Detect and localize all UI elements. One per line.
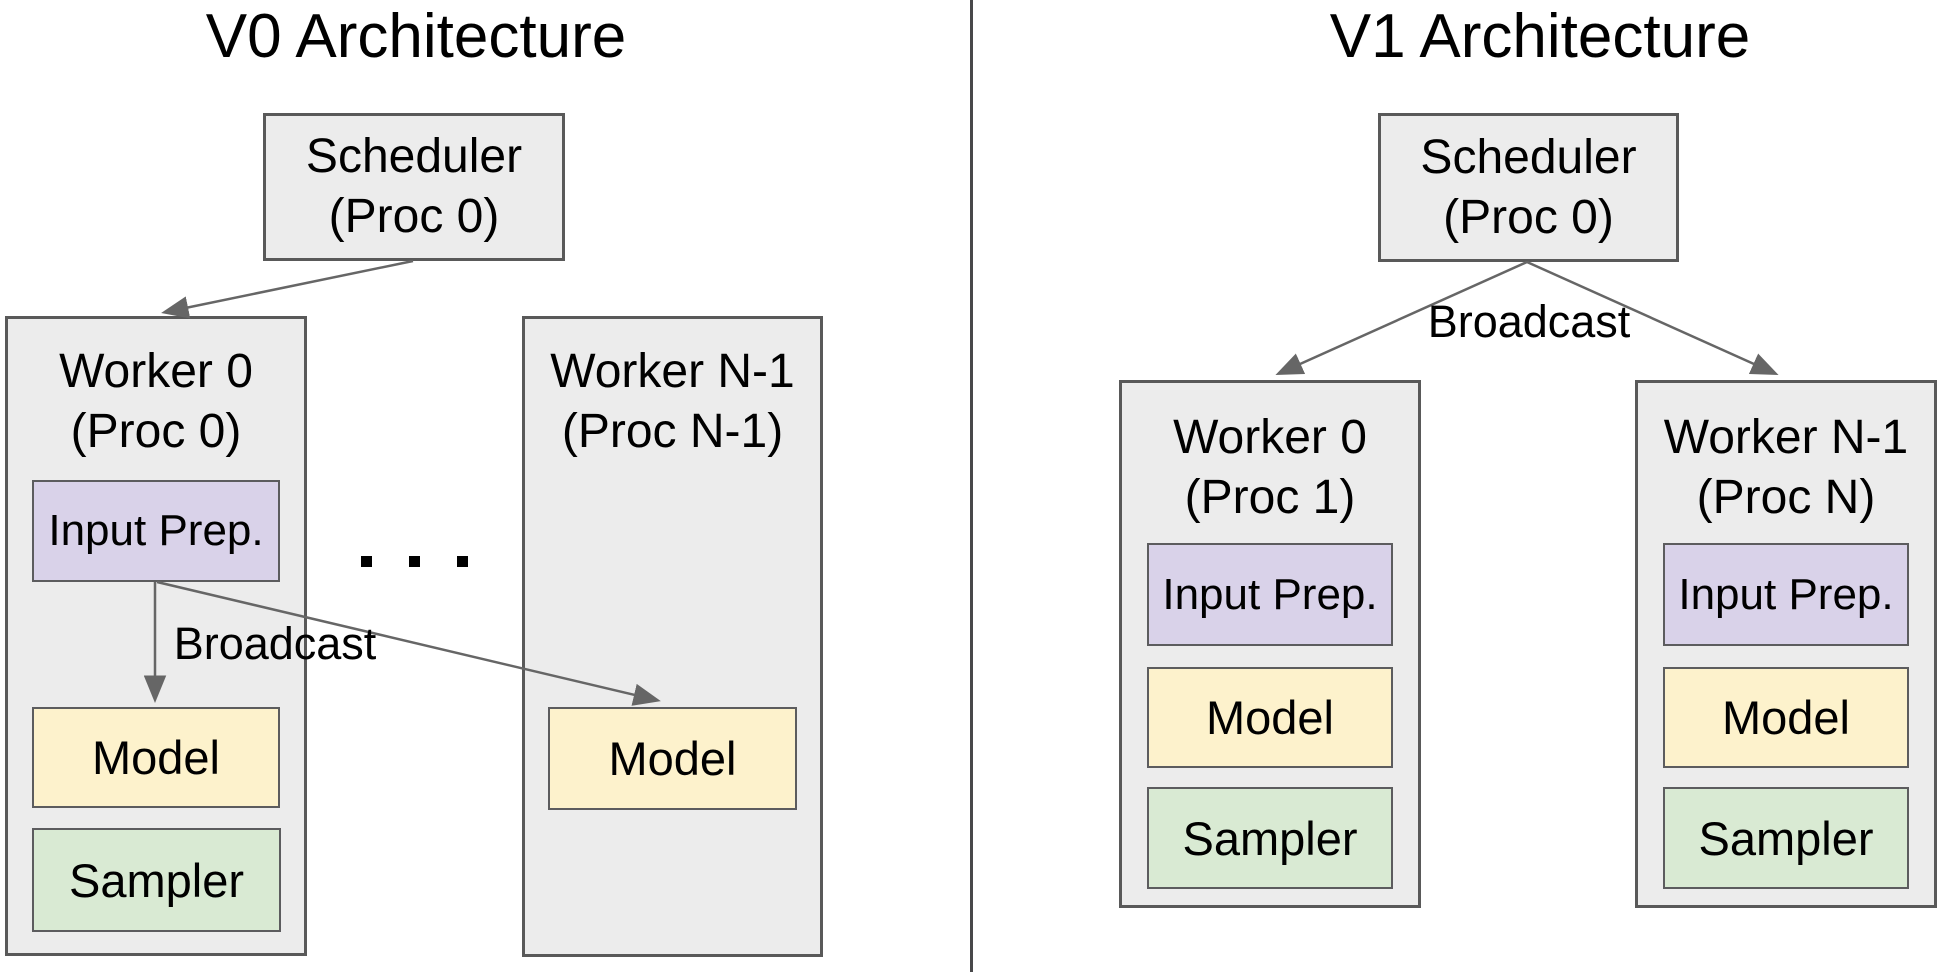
- v0-workerN1-proc: (Proc N-1): [561, 405, 784, 458]
- ellipsis-dot: [457, 556, 468, 567]
- v1-scheduler-proc: (Proc 0): [1443, 190, 1614, 244]
- v0-scheduler-name: Scheduler: [305, 130, 523, 183]
- v1-workerN1-model-label: Model: [1721, 691, 1850, 744]
- v0-ellipsis-dots: [361, 556, 468, 567]
- v1-workerN1-proc: (Proc N): [1696, 471, 1876, 524]
- ellipsis-dot: [361, 556, 372, 567]
- ellipsis-dot: [409, 556, 420, 567]
- v1-worker0-sampler-box: Sampler: [1147, 787, 1393, 889]
- v1-worker0-title: Worker 0 (Proc 1): [1119, 408, 1421, 528]
- v0-workerN1-name: Worker N-1: [550, 345, 795, 398]
- v0-worker0-input-prep-label: Input Prep.: [48, 506, 264, 555]
- v1-scheduler-box: Scheduler (Proc 0): [1378, 113, 1679, 262]
- v1-workerN1-model-box: Model: [1663, 667, 1909, 768]
- v0-worker0-input-prep-box: Input Prep.: [32, 480, 280, 582]
- v1-worker0-model-label: Model: [1205, 691, 1334, 744]
- v1-worker0-sampler-label: Sampler: [1182, 811, 1358, 865]
- v1-workerN1-sampler-label: Sampler: [1698, 811, 1874, 865]
- v1-workerN1-input-prep-box: Input Prep.: [1663, 543, 1909, 646]
- v0-worker0-sampler-box: Sampler: [32, 828, 281, 932]
- panel-divider: [970, 0, 973, 972]
- v0-worker0-proc: (Proc 0): [70, 405, 242, 458]
- v0-worker0-model-box: Model: [32, 707, 280, 808]
- v0-broadcast-label: Broadcast: [173, 618, 377, 669]
- v0-worker0-model-label: Model: [91, 731, 220, 784]
- v0-worker0-title: Worker 0 (Proc 0): [5, 342, 307, 462]
- v0-workerN1-title: Worker N-1 (Proc N-1): [522, 342, 823, 462]
- v0-workerN1-model-label: Model: [608, 732, 737, 785]
- v0-worker0-sampler-label: Sampler: [68, 853, 244, 907]
- v1-worker0-model-box: Model: [1147, 667, 1393, 768]
- v1-workerN1-name: Worker N-1: [1663, 411, 1909, 464]
- v1-workerN1-title: Worker N-1 (Proc N): [1635, 408, 1937, 528]
- v1-workerN1-input-prep-label: Input Prep.: [1678, 569, 1894, 619]
- v1-worker0-input-prep-label: Input Prep.: [1162, 569, 1378, 619]
- v1-worker0-input-prep-box: Input Prep.: [1147, 543, 1393, 646]
- v1-scheduler-name: Scheduler: [1420, 130, 1637, 184]
- v1-worker0-name: Worker 0: [1173, 411, 1367, 464]
- arrow-v0-scheduler-to-worker0: [161, 259, 414, 319]
- v1-workerN1-sampler-box: Sampler: [1663, 787, 1909, 889]
- v1-broadcast-label: Broadcast: [1427, 296, 1631, 347]
- v1-worker0-proc: (Proc 1): [1184, 471, 1356, 524]
- v0-scheduler-proc: (Proc 0): [328, 190, 500, 243]
- v0-workerN1-model-box: Model: [548, 707, 797, 810]
- v0-scheduler-box: Scheduler (Proc 0): [263, 113, 565, 261]
- v0-panel-title: V0 Architecture: [205, 2, 627, 71]
- v0-worker0-name: Worker 0: [59, 345, 253, 398]
- v1-panel-title: V1 Architecture: [1329, 2, 1751, 71]
